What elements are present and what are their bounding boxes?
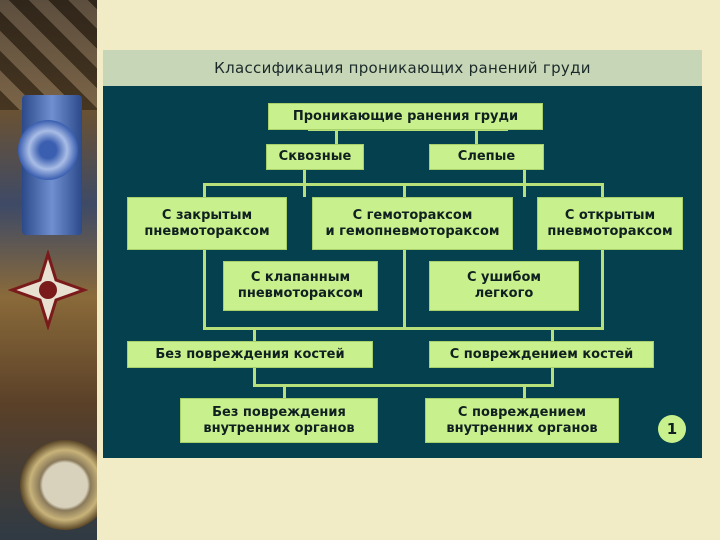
connector-line [203, 250, 206, 330]
connector-line [253, 368, 256, 386]
connector-line [475, 130, 478, 144]
node-bone-damage: С повреждением костей [429, 341, 654, 368]
node-root: Проникающие ранения груди [268, 103, 543, 130]
node-open-pneumothorax: С открытым пневмотораксом [537, 197, 683, 250]
connector-line [203, 183, 601, 186]
connector-line [203, 327, 601, 330]
node-no-organ-damage: Без повреждения внутренних органов [180, 398, 378, 443]
compass-image [20, 440, 97, 530]
connector-line [203, 183, 206, 197]
connector-line [303, 170, 306, 197]
connector-line [601, 183, 604, 197]
node-closed-pneumothorax: С закрытым пневмотораксом [127, 197, 287, 250]
connector-line [523, 170, 526, 197]
rosette-image [18, 120, 78, 180]
node-organ-damage: С повреждением внутренних органов [425, 398, 619, 443]
diagram-title: Классификация проникающих ранений груди [103, 50, 702, 86]
connector-line [403, 183, 406, 197]
classification-diagram: Классификация проникающих ранений груди … [103, 50, 702, 458]
decorative-photo-strip [0, 0, 97, 540]
node-no-bone-damage: Без повреждения костей [127, 341, 373, 368]
connector-line [551, 327, 554, 341]
connector-line [551, 368, 554, 386]
connector-line [335, 130, 338, 144]
connector-line [523, 384, 526, 398]
node-hemothorax: С гемотораксом и гемопневмотораксом [312, 197, 513, 250]
node-lung-contusion: С ушибом легкого [429, 261, 579, 311]
connector-line [253, 384, 554, 387]
connector-line [601, 250, 604, 330]
chessboard-image [0, 0, 97, 110]
connector-line [253, 327, 256, 341]
node-through: Сквозные [266, 144, 364, 170]
order-cross-icon [8, 250, 88, 330]
connector-line [283, 384, 286, 398]
figure-number-badge: 1 [658, 415, 686, 443]
node-valve-pneumothorax: С клапанным пневмотораксом [223, 261, 378, 311]
node-blind: Слепые [429, 144, 544, 170]
connector-line [403, 250, 406, 330]
